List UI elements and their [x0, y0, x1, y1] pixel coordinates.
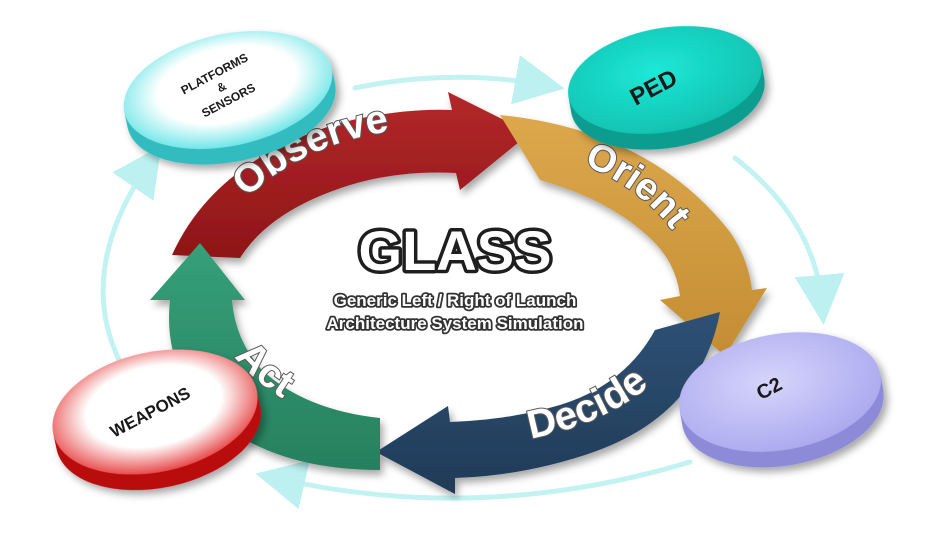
ped-node — [568, 26, 765, 150]
flow-arrow-weapons-to-platforms — [100, 145, 162, 365]
c2-node — [679, 332, 884, 468]
center-title: GLASS Generic Left / Right of Launch Arc… — [325, 216, 585, 335]
orient-arrow — [500, 115, 767, 356]
ooda-ring — [150, 92, 767, 494]
outer-flow-arrows — [100, 55, 845, 510]
act-arrow — [150, 243, 380, 470]
flow-arrow-c2-to-weapons — [255, 459, 693, 510]
subtitle-line-1: Generic Left / Right of Launch — [334, 291, 577, 310]
page-title: GLASS — [359, 219, 552, 282]
subtitle-line-2: Architecture System Simulation — [327, 314, 584, 333]
platforms-sensors-node — [123, 30, 336, 165]
weapons-node — [52, 349, 261, 491]
flow-arrow-ped-to-c2 — [732, 155, 845, 325]
flow-arrow-platforms-to-ped — [352, 55, 565, 105]
observe-arrow — [172, 92, 530, 258]
decide-arrow — [376, 312, 720, 494]
